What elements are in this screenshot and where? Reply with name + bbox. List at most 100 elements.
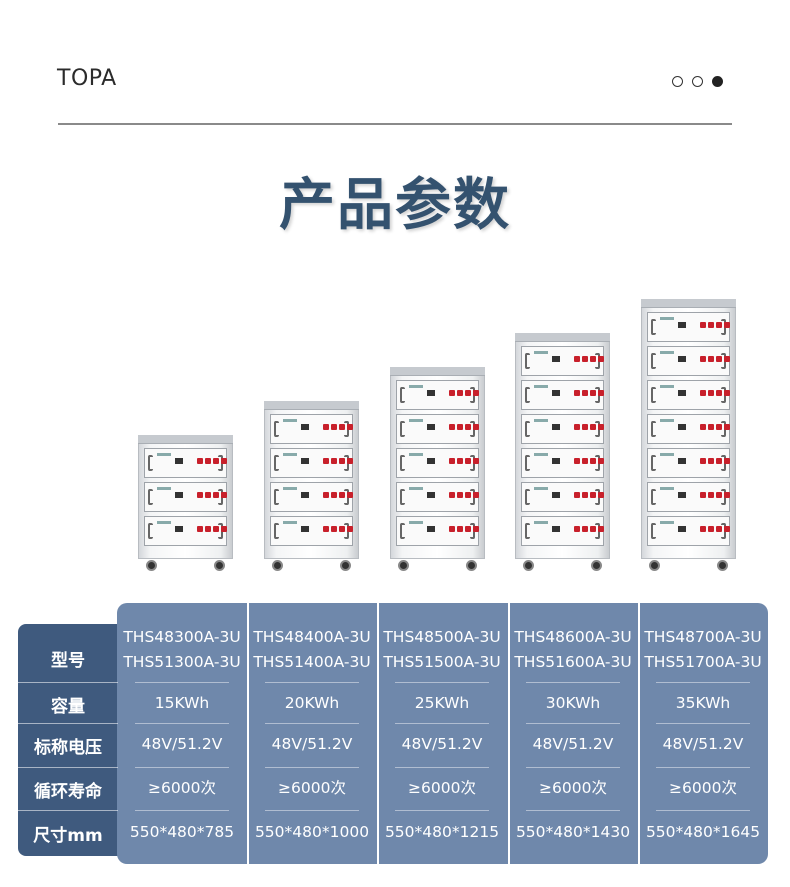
row-divider bbox=[265, 723, 359, 724]
column-divider bbox=[508, 603, 510, 864]
caster-wheel bbox=[466, 560, 477, 571]
pager-dot-3[interactable] bbox=[712, 76, 723, 87]
header-divider bbox=[58, 123, 732, 125]
label-divider bbox=[18, 682, 118, 683]
row-label-cycle-life: 循环寿命 bbox=[34, 782, 102, 802]
model-cell: THS48300A-3U THS51300A-3U bbox=[117, 625, 247, 675]
model-cell-text: THS48500A-3U bbox=[383, 628, 501, 646]
battery-module bbox=[144, 516, 227, 546]
battery-module bbox=[521, 516, 604, 546]
voltage-cell-text: 48V/51.2V bbox=[271, 735, 353, 753]
spec-table-body bbox=[117, 603, 768, 864]
capacity-cell: 25KWh bbox=[377, 691, 507, 716]
voltage-cell-text: 48V/51.2V bbox=[401, 735, 483, 753]
model-cell: THS48700A-3U THS51700A-3U bbox=[638, 625, 768, 675]
cycle-life-cell-text: ≥6000次 bbox=[539, 779, 607, 797]
caster-wheel bbox=[398, 560, 409, 571]
battery-module bbox=[396, 448, 479, 478]
battery-module bbox=[647, 380, 730, 410]
battery-rack-image bbox=[641, 299, 736, 559]
battery-module bbox=[521, 346, 604, 376]
voltage-cell-text: 48V/51.2V bbox=[532, 735, 614, 753]
row-divider bbox=[656, 723, 750, 724]
battery-module bbox=[270, 448, 353, 478]
row-divider bbox=[135, 767, 229, 768]
cycle-life-cell-text: ≥6000次 bbox=[148, 779, 216, 797]
row-divider bbox=[656, 767, 750, 768]
label-divider bbox=[18, 723, 118, 724]
size-cell: 550*480*785 bbox=[117, 820, 247, 845]
cycle-life-cell: ≥6000次 bbox=[638, 776, 768, 801]
battery-rack-image bbox=[138, 435, 233, 559]
size-cell: 550*480*1645 bbox=[638, 820, 768, 845]
battery-module bbox=[396, 482, 479, 512]
size-cell-text: 550*480*1645 bbox=[645, 823, 761, 841]
model-cell: THS48400A-3U THS51400A-3U bbox=[247, 625, 377, 675]
battery-module bbox=[521, 414, 604, 444]
model-cell-text: THS48600A-3U bbox=[514, 628, 632, 646]
battery-module bbox=[647, 516, 730, 546]
pager-dot-2[interactable] bbox=[692, 76, 703, 87]
caster-wheel bbox=[649, 560, 660, 571]
row-divider bbox=[135, 682, 229, 683]
row-label-capacity: 容量 bbox=[51, 697, 85, 717]
caster-wheel bbox=[272, 560, 283, 571]
battery-module bbox=[396, 516, 479, 546]
battery-rack-image bbox=[264, 401, 359, 559]
spec-table-header-column bbox=[18, 624, 118, 856]
battery-module bbox=[521, 448, 604, 478]
cycle-life-cell-text: ≥6000次 bbox=[669, 779, 737, 797]
row-label-model: 型号 bbox=[51, 651, 85, 671]
model-cell-text: THS48300A-3U bbox=[123, 628, 241, 646]
battery-module bbox=[521, 380, 604, 410]
row-divider bbox=[135, 810, 229, 811]
model-cell-text: THS48700A-3U bbox=[644, 628, 762, 646]
size-cell: 550*480*1430 bbox=[508, 820, 638, 845]
cycle-life-cell: ≥6000次 bbox=[508, 776, 638, 801]
battery-module bbox=[144, 482, 227, 512]
model-cell-text: THS51300A-3U bbox=[123, 653, 241, 671]
caster-wheel bbox=[591, 560, 602, 571]
carousel-pager bbox=[672, 76, 723, 87]
battery-module bbox=[647, 346, 730, 376]
row-divider bbox=[526, 767, 620, 768]
model-cell-text: THS51700A-3U bbox=[644, 653, 762, 671]
cycle-life-cell: ≥6000次 bbox=[247, 776, 377, 801]
caster-wheel bbox=[146, 560, 157, 571]
capacity-cell-text: 30KWh bbox=[545, 694, 601, 712]
size-cell: 550*480*1000 bbox=[247, 820, 377, 845]
battery-rack-image bbox=[390, 367, 485, 559]
cycle-life-cell-text: ≥6000次 bbox=[278, 779, 346, 797]
row-divider bbox=[526, 682, 620, 683]
size-cell-text: 550*480*785 bbox=[129, 823, 235, 841]
row-divider bbox=[656, 810, 750, 811]
row-divider bbox=[526, 810, 620, 811]
battery-module bbox=[647, 482, 730, 512]
row-divider bbox=[526, 723, 620, 724]
battery-rack-image bbox=[515, 333, 610, 559]
battery-module bbox=[270, 414, 353, 444]
row-divider bbox=[395, 767, 489, 768]
voltage-cell: 48V/51.2V bbox=[247, 732, 377, 757]
caster-wheel bbox=[340, 560, 351, 571]
battery-module bbox=[647, 448, 730, 478]
voltage-cell-text: 48V/51.2V bbox=[141, 735, 223, 753]
column-divider bbox=[377, 603, 379, 864]
size-cell-text: 550*480*1430 bbox=[515, 823, 631, 841]
page-title: 产品参数 bbox=[279, 173, 511, 238]
capacity-cell-text: 35KWh bbox=[675, 694, 731, 712]
model-cell-text: THS51400A-3U bbox=[253, 653, 371, 671]
row-label-voltage: 标称电压 bbox=[34, 738, 102, 758]
brand-logo-text: TOPA bbox=[57, 66, 117, 91]
pager-dot-1[interactable] bbox=[672, 76, 683, 87]
model-cell-text: THS48400A-3U bbox=[253, 628, 371, 646]
battery-module bbox=[647, 414, 730, 444]
row-divider bbox=[395, 810, 489, 811]
battery-module bbox=[270, 482, 353, 512]
row-divider bbox=[656, 682, 750, 683]
column-divider bbox=[638, 603, 640, 864]
battery-module bbox=[396, 380, 479, 410]
row-divider bbox=[395, 682, 489, 683]
